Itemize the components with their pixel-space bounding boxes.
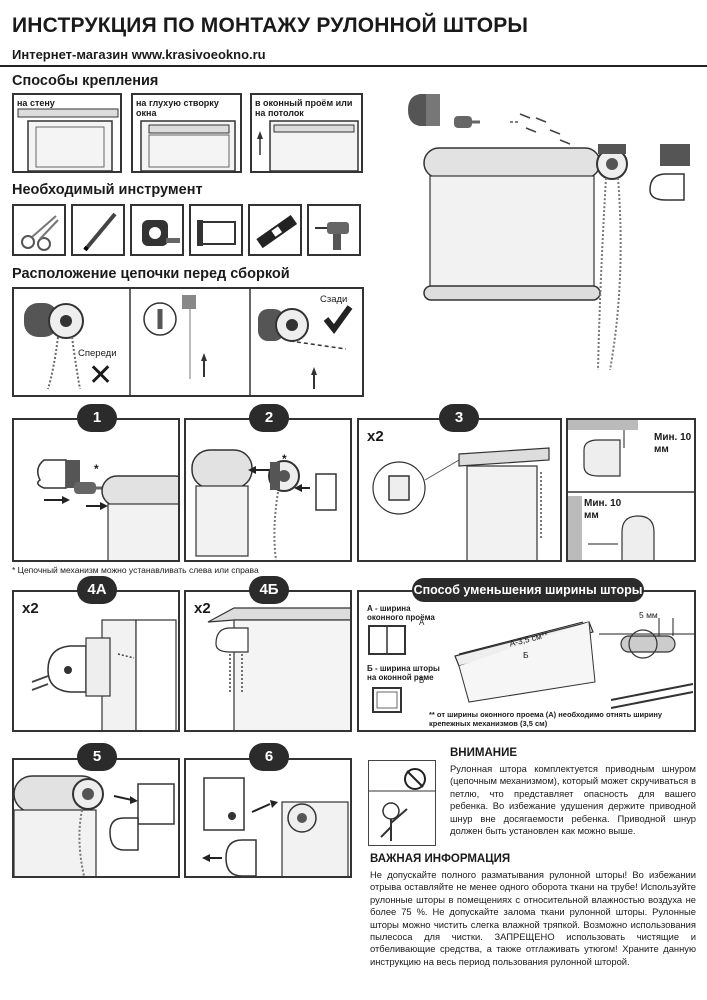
reduce-gap-label: 5 мм	[639, 610, 658, 620]
step-4b-qty: x2	[194, 600, 211, 617]
step-2-panel: *	[184, 418, 352, 562]
info-text: Не допускайте полного разматывания рулон…	[370, 869, 696, 967]
step-6-panel	[184, 758, 352, 878]
window-wall-icon	[17, 108, 119, 171]
mount-sash: на глухую створку окна	[131, 93, 242, 173]
step-5-drawing	[14, 775, 175, 876]
shop-link[interactable]: Интернет-магазин www.krasivoeokno.ru	[12, 47, 266, 62]
step-4b-badge: 4Б	[249, 576, 289, 604]
tool-saw	[189, 204, 243, 256]
step-3-badge: 3	[439, 404, 479, 432]
reduce-b-mark: Б	[419, 676, 425, 685]
chain-section-title: Расположение цепочки перед сборкой	[12, 266, 290, 282]
page-title: ИНСТРУКЦИЯ ПО МОНТАЖУ РУЛОННОЙ ШТОРЫ	[12, 14, 529, 37]
header-divider	[0, 65, 707, 67]
chain-side-footnote: * Цепочный механизм можно устанавливать …	[12, 565, 259, 575]
step-2-asterisk: *	[282, 452, 287, 466]
mount-ceiling: в оконный проём или на потолок	[250, 93, 363, 173]
tool-drill	[307, 204, 361, 256]
step-6-drawing	[202, 777, 349, 876]
chain-back-label: Сзади	[320, 294, 348, 305]
step-4b-drawing	[207, 607, 350, 730]
mount-wall-label: на стену	[17, 98, 55, 108]
step-4a-panel: x2	[12, 590, 180, 732]
step-3-panel: x2	[357, 418, 562, 562]
drill-icon	[315, 222, 349, 250]
step-5-panel	[12, 758, 180, 878]
step-1-badge: 1	[77, 404, 117, 432]
step-1-drawing	[37, 459, 178, 560]
tool-tape	[130, 204, 184, 256]
reduce-note: ** от ширины оконного проема (А) необход…	[429, 710, 663, 728]
step-1-asterisk: *	[94, 462, 99, 476]
tool-pencil	[71, 204, 125, 256]
step-5-badge: 5	[77, 743, 117, 771]
step-3-min-gap-panel: Мин. 10 мм Мин. 10 мм	[566, 418, 696, 562]
reduce-width-drawing	[368, 618, 694, 713]
min-gap-top-label: Мин. 10 мм	[654, 432, 692, 455]
chain-front-label: Спереди	[78, 348, 117, 359]
level-icon	[256, 215, 298, 249]
step-4a-badge: 4А	[77, 576, 117, 604]
step-3-qty: x2	[367, 428, 384, 445]
reduce-width-panel: А - ширина оконного проёма Б - ширина шт…	[357, 590, 696, 732]
tool-scissors	[12, 204, 66, 256]
step-2-drawing	[191, 449, 337, 560]
warning-title: ВНИМАНИЕ	[450, 747, 518, 759]
min-gap-bottom-label: Мин. 10 мм	[584, 498, 622, 521]
step-1-panel: *	[12, 418, 180, 562]
tool-level	[248, 204, 302, 256]
roller-blind-exploded-illustration	[408, 94, 690, 371]
window-ceiling-icon	[257, 120, 359, 171]
child-warning-icon	[369, 768, 435, 841]
min-gap-drawing	[568, 420, 694, 560]
step-4a-qty: x2	[22, 600, 39, 617]
step-3-drawing	[372, 447, 550, 560]
window-sash-icon	[140, 120, 236, 171]
reduce-dim-b-label: Б	[523, 650, 529, 660]
chain-position-drawing	[24, 289, 353, 395]
tape-measure-icon	[142, 220, 180, 246]
step-6-badge: 6	[249, 743, 289, 771]
chain-position-panel: Спереди ✕ Сзади	[12, 287, 364, 397]
warning-text: Рулонная штора комплектуется приводным ш…	[450, 763, 696, 837]
mounting-section-title: Способы крепления	[12, 73, 159, 89]
reduce-b-label: Б - ширина шторы на оконной раме	[367, 664, 440, 682]
mount-ceiling-label: в оконный проём или на потолок	[255, 98, 353, 118]
cross-icon: ✕	[88, 359, 114, 392]
tools-section-title: Необходимый инструмент	[12, 182, 203, 198]
mount-wall: на стену	[12, 93, 122, 173]
reduce-a-mark: А	[419, 618, 425, 627]
scissors-icon	[21, 215, 59, 251]
reduce-a-label: А - ширина оконного проёма	[367, 604, 435, 622]
step-4b-panel: x2	[184, 590, 352, 732]
info-title: ВАЖНАЯ ИНФОРМАЦИЯ	[370, 853, 511, 865]
reduce-width-title: Способ уменьшения ширины шторы	[412, 578, 644, 602]
saw-icon	[197, 220, 236, 246]
step-2-badge: 2	[249, 404, 289, 432]
step-4a-drawing	[31, 619, 177, 730]
mount-sash-label: на глухую створку окна	[136, 98, 219, 118]
child-warning-box	[368, 760, 436, 846]
pencil-icon	[83, 212, 117, 252]
